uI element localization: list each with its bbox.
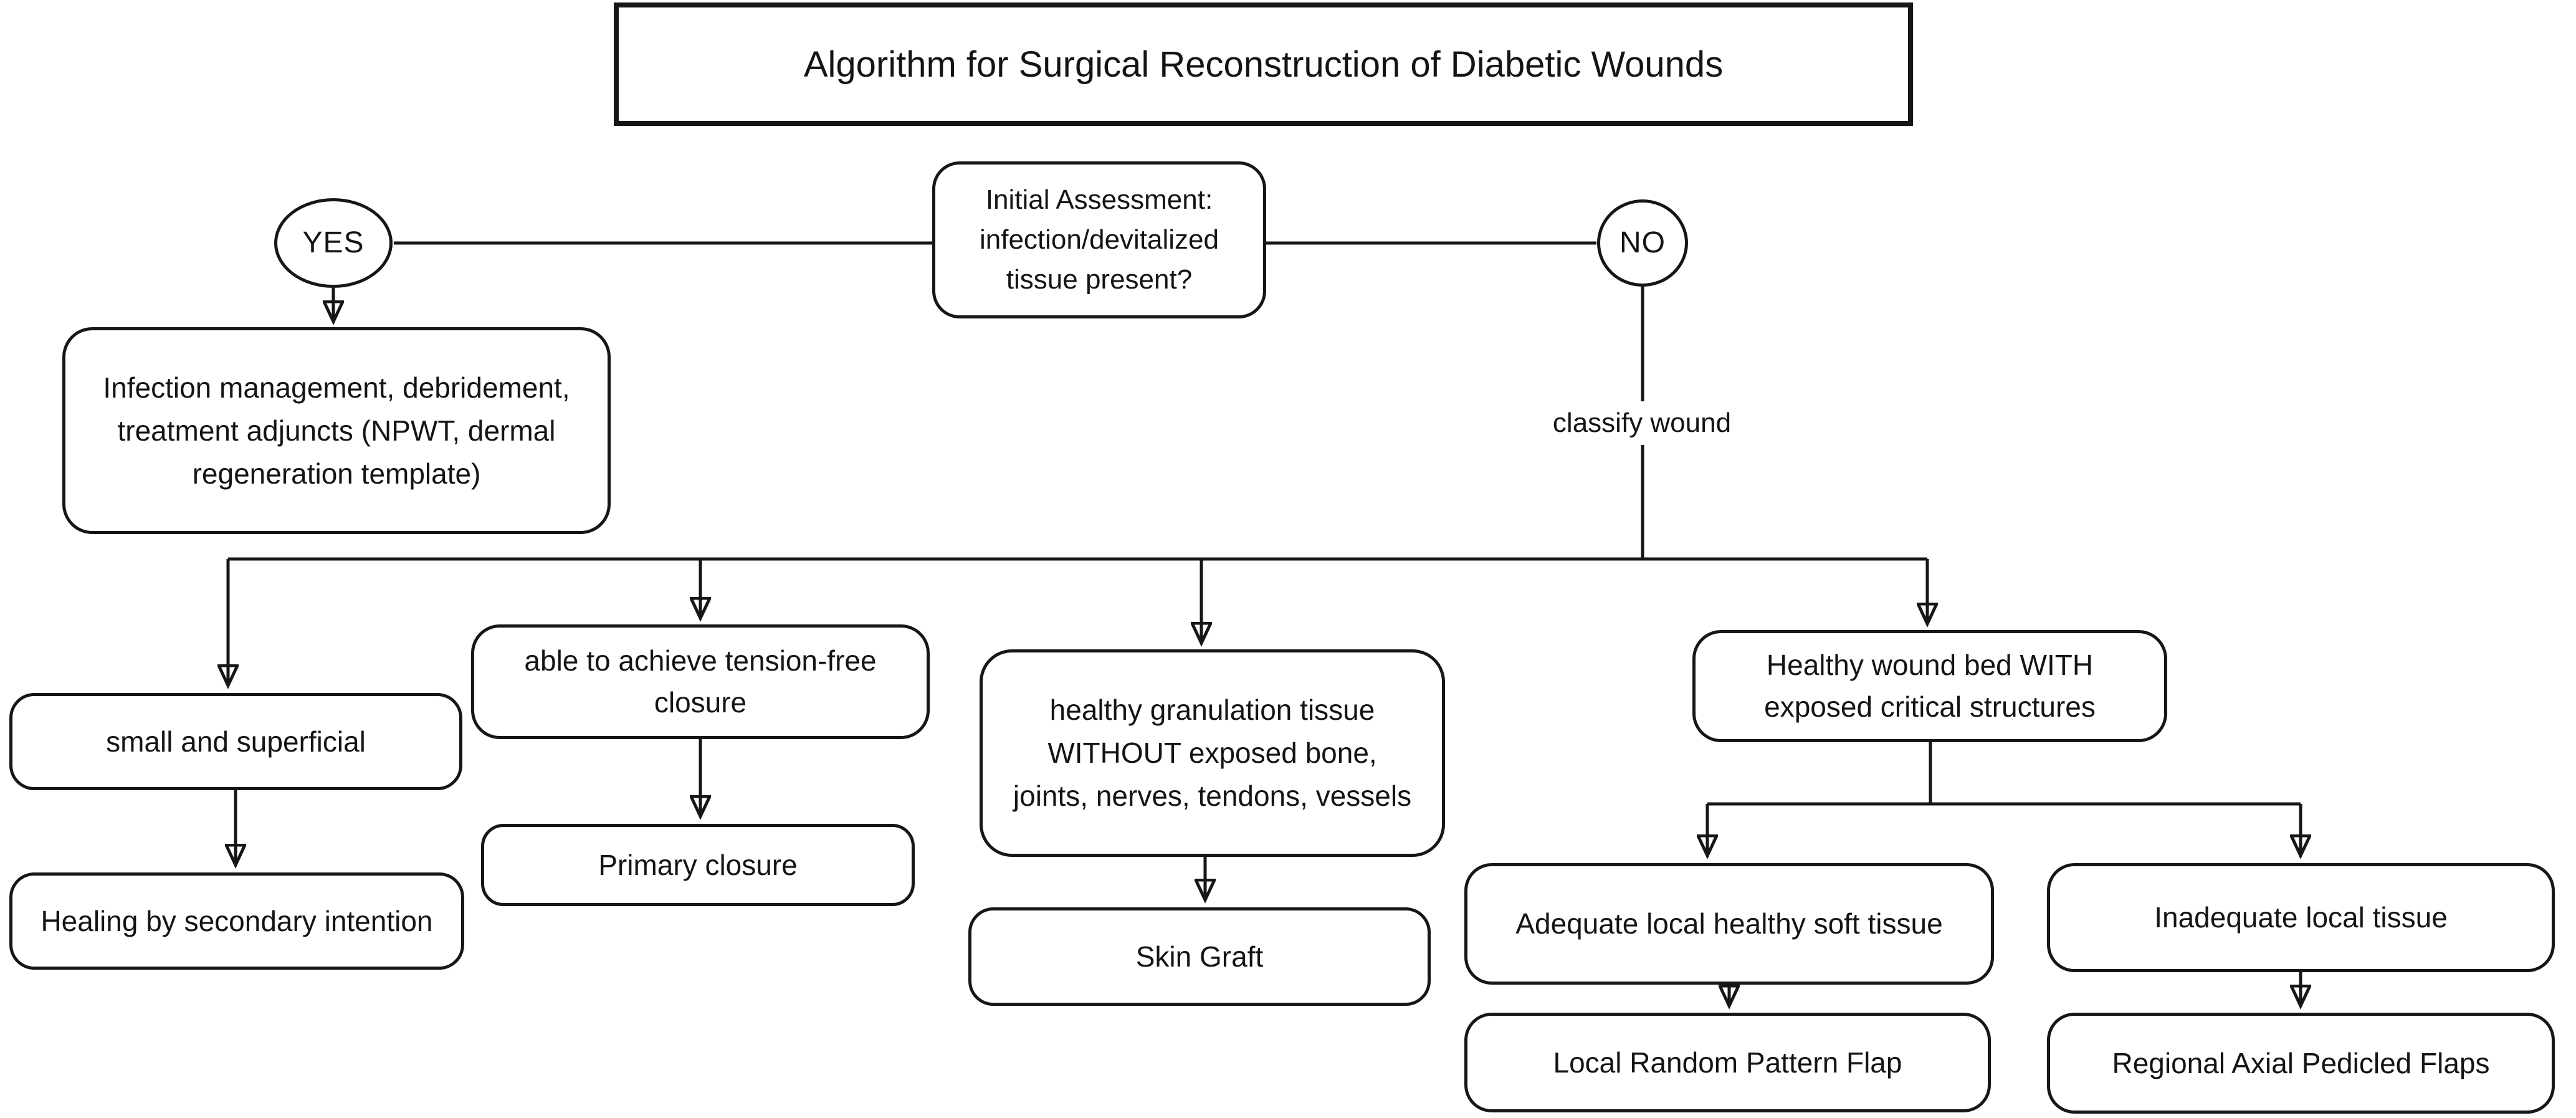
node-inadequate-local-tissue: Inadequate local tissue <box>2047 863 2555 972</box>
node-text: healthy granulation tissue <box>1049 694 1375 726</box>
node-tension-free-closure: able to achieve tension-free closure <box>471 624 930 739</box>
node-skin-graft: Skin Graft <box>968 907 1431 1006</box>
node-text: small and superficial <box>106 725 366 758</box>
node-text: able to achieve tension-free <box>524 644 877 677</box>
node-local-random-pattern-flap: Local Random Pattern Flap <box>1464 1013 1991 1112</box>
node-regional-axial-pedicled-flaps: Regional Axial Pedicled Flaps <box>2047 1013 2555 1114</box>
node-text: Healing by secondary intention <box>41 904 433 937</box>
node-text: Infection management, debridement, <box>103 371 570 404</box>
diagram-title-text: Algorithm for Surgical Reconstruction of… <box>803 44 1724 85</box>
node-no: NO <box>1597 199 1688 287</box>
node-healthy-wound-bed: Healthy wound bed WITH exposed critical … <box>1692 630 2167 742</box>
node-text: Initial Assessment: <box>985 184 1213 216</box>
node-text: infection/devitalized <box>979 224 1219 256</box>
label-classify-wound: classify wound <box>1517 401 1767 445</box>
node-infection-management: Infection management, debridement, treat… <box>62 327 611 534</box>
node-text: closure <box>654 686 747 719</box>
node-text: Regional Axial Pedicled Flaps <box>2112 1046 2490 1079</box>
node-text: treatment adjuncts (NPWT, dermal <box>117 414 556 447</box>
node-text: Inadequate local tissue <box>2154 901 2448 934</box>
node-text: Adequate local healthy soft tissue <box>1515 907 1943 940</box>
node-text: WITHOUT exposed bone, <box>1047 737 1377 769</box>
label-text: classify wound <box>1552 408 1732 438</box>
node-text: NO <box>1620 226 1666 259</box>
node-text: exposed critical structures <box>1764 690 2096 723</box>
node-text: regeneration template) <box>192 457 481 490</box>
node-initial-assessment: Initial Assessment: infection/devitalize… <box>932 161 1266 318</box>
node-adequate-local-tissue: Adequate local healthy soft tissue <box>1464 863 1994 985</box>
node-text: Local Random Pattern Flap <box>1553 1046 1902 1079</box>
node-text: Healthy wound bed WITH <box>1766 649 2094 682</box>
node-primary-closure: Primary closure <box>481 824 915 906</box>
node-text: joints, nerves, tendons, vessels <box>1013 780 1412 812</box>
node-text: Skin Graft <box>1135 940 1264 973</box>
diagram-title: Algorithm for Surgical Reconstruction of… <box>614 2 1913 126</box>
node-healthy-granulation-tissue: healthy granulation tissue WITHOUT expos… <box>980 649 1445 857</box>
node-text: YES <box>302 226 365 259</box>
node-text: tissue present? <box>1006 264 1193 295</box>
node-healing-secondary-intention: Healing by secondary intention <box>9 872 464 970</box>
node-small-and-superficial: small and superficial <box>9 693 462 790</box>
node-yes: YES <box>274 198 393 288</box>
node-text: Primary closure <box>598 848 798 881</box>
